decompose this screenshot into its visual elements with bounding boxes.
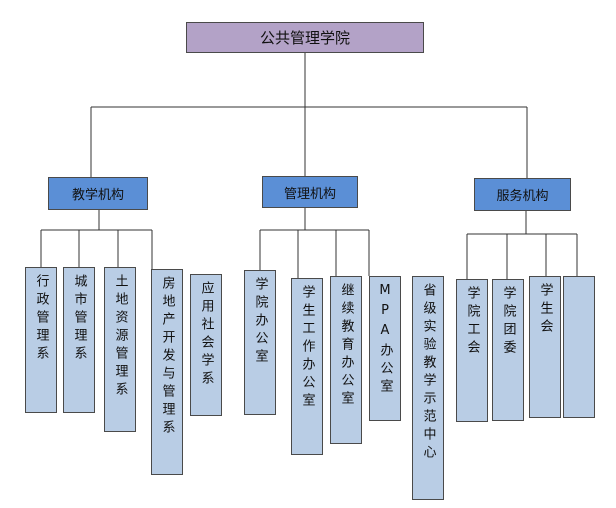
unit-label: 学生工作办公室	[299, 285, 315, 411]
root-node-label: 公共管理学院	[259, 29, 350, 47]
category-node-teaching: 教学机构	[48, 177, 148, 210]
unit-node: 学院办公室	[244, 270, 276, 415]
unit-label: 行政管理系	[33, 274, 49, 364]
root-node: 公共管理学院	[186, 22, 424, 53]
standalone-unit-node: 省级实验教学示范中心	[412, 276, 444, 500]
unit-label: 学院团委	[500, 286, 516, 358]
category-node-service: 服务机构	[474, 178, 571, 211]
unit-node: 学院团委	[492, 279, 524, 421]
unit-node: 城市管理系	[63, 267, 95, 413]
unit-label: 学院办公室	[252, 277, 268, 367]
unit-label: 省级实验教学示范中心	[420, 283, 436, 463]
unit-label: 房地产开发与管理系	[159, 276, 175, 438]
unit-node: 应用社会学系	[190, 274, 222, 416]
category-label: 管理机构	[283, 186, 336, 202]
category-label: 教学机构	[71, 188, 124, 203]
category-label: 服务机构	[496, 189, 549, 204]
unit-label: 城市管理系	[71, 274, 87, 364]
unit-label: 继续教育办公室	[338, 283, 354, 409]
unit-node: 房地产开发与管理系	[151, 269, 183, 475]
unit-label: MPA办公室	[377, 283, 393, 397]
unit-node: 土地资源管理系	[104, 267, 136, 432]
unit-node-empty	[563, 276, 595, 418]
unit-label: 土地资源管理系	[112, 274, 128, 400]
unit-node: 学生工作办公室	[291, 278, 323, 455]
unit-label: 学生会	[537, 283, 553, 337]
unit-label: 应用社会学系	[198, 281, 214, 389]
unit-node: 行政管理系	[25, 267, 57, 413]
unit-label: 学院工会	[464, 286, 480, 358]
unit-node: MPA办公室	[369, 276, 401, 421]
unit-node: 学院工会	[456, 279, 488, 422]
category-node-management: 管理机构	[262, 176, 358, 208]
unit-node: 继续教育办公室	[330, 276, 362, 444]
unit-node: 学生会	[529, 276, 561, 418]
